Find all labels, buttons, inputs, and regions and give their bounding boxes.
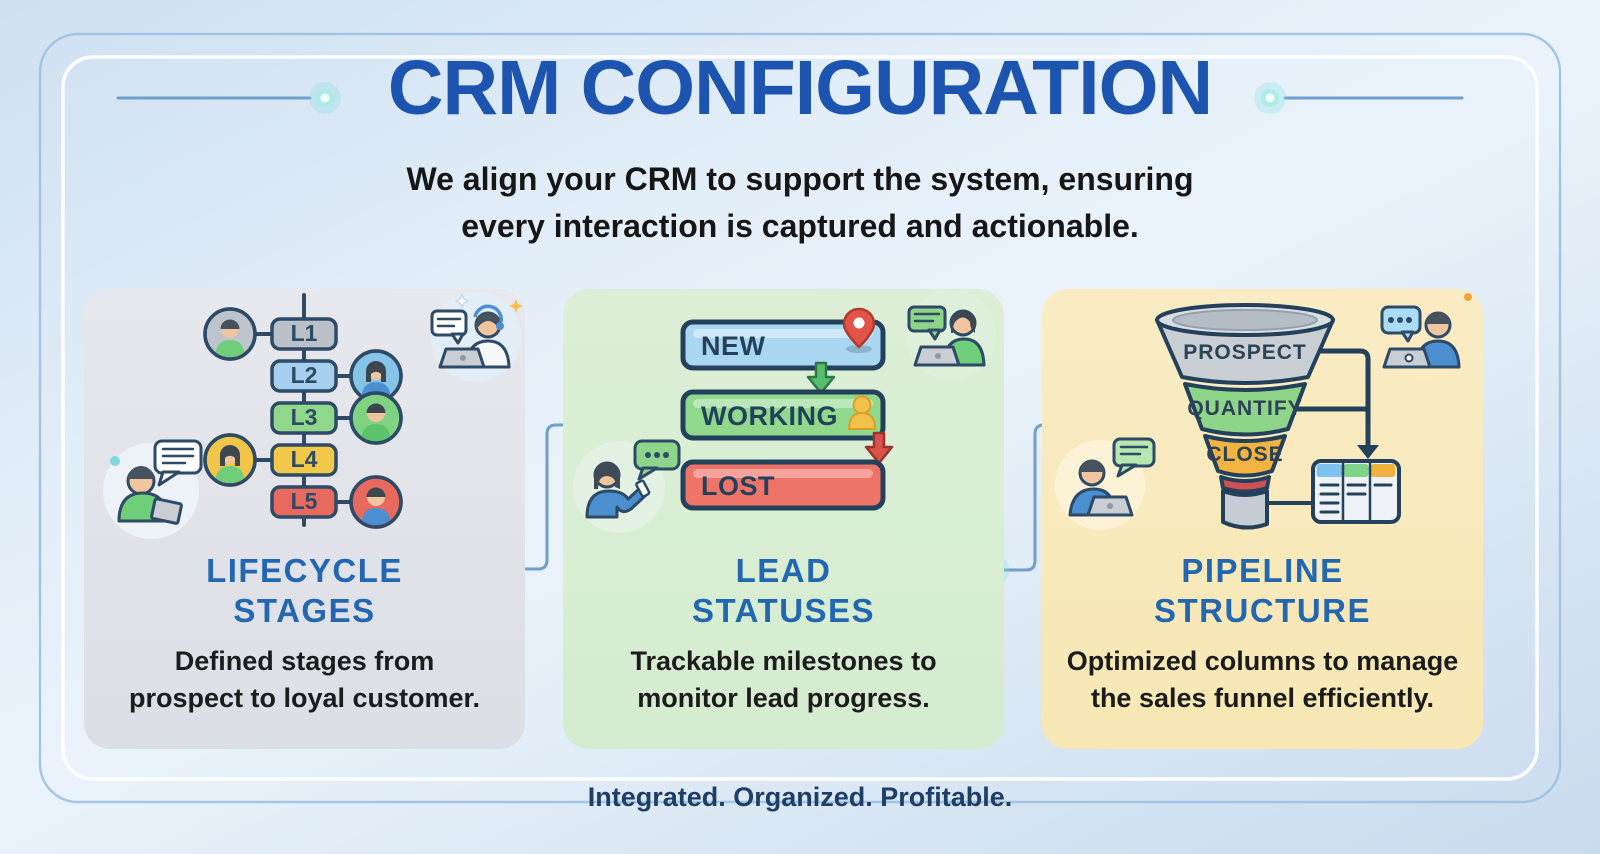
lifecycle-stage-box-l5: L5 (270, 485, 338, 519)
lifecycle-stage-box-l2: L2 (270, 359, 338, 393)
woman-texting-chat-icon (573, 439, 681, 533)
avatar-l3 (349, 391, 403, 445)
person-with-tablet-chat-icon (103, 439, 203, 539)
subtitle-line-2: every interaction is captured and action… (461, 208, 1139, 244)
kanban-board-icon (1311, 459, 1401, 524)
sales-funnel-graphic: PROSPECT QUANTIFY CLOSE (1055, 292, 1472, 530)
arrow-down-red-icon (864, 431, 894, 465)
inner-frame-border (61, 55, 1539, 781)
status-label-lost: LOST (701, 471, 775, 501)
lifecycle-stage-box-l3: L3 (270, 401, 338, 435)
funnel-label-prospect: PROSPECT (1183, 341, 1307, 364)
lead-status-flow-graphic: NEW WORKING (573, 290, 996, 533)
funnel-to-board-connector (1265, 348, 1379, 505)
status-bar-new: NEW (680, 319, 886, 371)
outer-frame-border (38, 32, 1562, 804)
man-laptop-chat-icon (1055, 437, 1156, 530)
lifecycle-stage-box-l4: L4 (270, 443, 338, 477)
page-title: CRM CONFIGURATION (387, 45, 1213, 131)
lifecycle-stage-box-l1: L1 (270, 317, 338, 351)
panel2-title: LEAD STATUSES (691, 552, 876, 629)
subtitle-line-1: We align your CRM to support the system,… (406, 161, 1194, 197)
status-label-working: WORKING (701, 401, 838, 431)
status-bar-working: WORKING (680, 389, 886, 441)
stage-label-l1: L1 (291, 320, 318, 346)
stage-label-l4: L4 (291, 446, 318, 472)
status-label-new: NEW (701, 331, 766, 361)
panel2-description: Trackable milestones to monitor lead pro… (630, 646, 937, 713)
footer-tagline: Integrated. Organized. Profitable. (587, 782, 1013, 812)
feature-panels: L1 L2 L3 L4 L5 (84, 289, 1483, 749)
woman-laptop-chat-icon (906, 290, 996, 380)
arrow-down-green-icon (806, 361, 836, 395)
page-subtitle: We align your CRM to support the system,… (0, 156, 1600, 250)
man-laptop-chat-dots-icon (1379, 292, 1472, 382)
panel3-description: Optimized columns to manage the sales fu… (1066, 646, 1459, 713)
stage-label-l3: L3 (291, 404, 318, 430)
funnel-label-quantify: QUANTIFY (1187, 397, 1302, 420)
stage-label-l5: L5 (291, 488, 318, 514)
support-agent-headset-laptop-icon (430, 292, 523, 382)
panel3-title: PIPELINE STRUCTURE (1154, 552, 1371, 629)
avatar-l1 (203, 307, 257, 361)
contact-person-icon (847, 395, 877, 430)
lifecycle-timeline-graphic: L1 L2 L3 L4 L5 (103, 292, 523, 539)
panel1-title: LIFECYCLE STAGES (206, 552, 403, 629)
sales-funnel-icon (1155, 303, 1335, 530)
status-bar-lost: LOST (680, 459, 886, 511)
avatar-l5 (349, 475, 403, 529)
panel-pipeline-structure: PROSPECT QUANTIFY CLOSE (1042, 289, 1483, 749)
stage-label-l2: L2 (291, 362, 318, 388)
avatar-l4 (203, 433, 257, 487)
panel1-description: Defined stages from prospect to loyal cu… (128, 646, 481, 713)
panel-lead-statuses: NEW WORKING (563, 289, 1004, 749)
location-pin-icon (842, 307, 876, 353)
funnel-label-close: CLOSE (1206, 443, 1283, 466)
panel-lifecycle-stages: L1 L2 L3 L4 L5 (84, 289, 525, 749)
